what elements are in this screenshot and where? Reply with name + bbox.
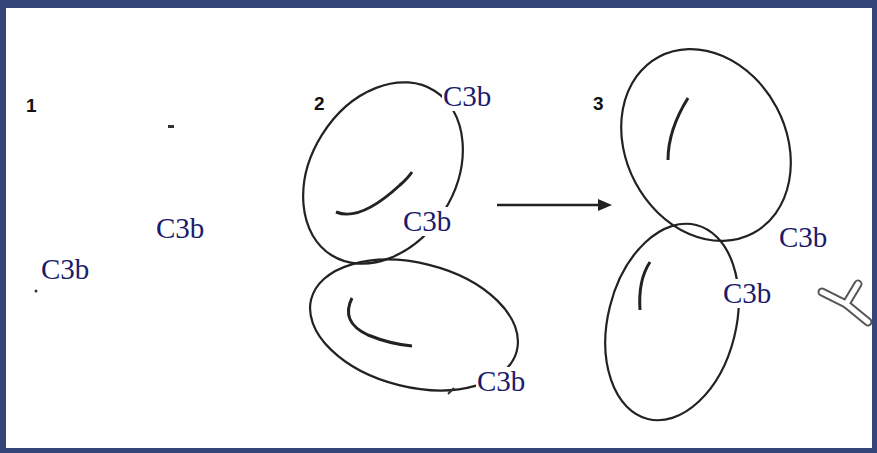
- cell-pallor: [336, 172, 412, 214]
- speck: [448, 388, 454, 394]
- red-cell: [271, 53, 496, 294]
- speck: [35, 290, 38, 293]
- red-cell: [586, 209, 759, 434]
- cell-pallor: [668, 98, 688, 160]
- c3b-label: C3b: [402, 207, 452, 236]
- c3b-label: C3b: [442, 82, 492, 111]
- arrowhead: [598, 199, 612, 211]
- speck: [168, 125, 174, 128]
- c3b-label: C3b: [778, 223, 828, 252]
- antibody: [822, 284, 868, 322]
- cell-pallor: [348, 298, 412, 346]
- red-cell: [296, 239, 532, 411]
- panel-number: 2: [314, 94, 325, 113]
- c3b-label: C3b: [476, 367, 526, 396]
- reaction-arrow: [497, 204, 600, 207]
- c3b-label: C3b: [40, 255, 90, 284]
- panel-number: 1: [26, 96, 37, 115]
- cell-pallor: [640, 262, 650, 310]
- c3b-label: C3b: [155, 214, 205, 243]
- panel-number: 3: [593, 94, 604, 113]
- c3b-label: C3b: [722, 279, 772, 308]
